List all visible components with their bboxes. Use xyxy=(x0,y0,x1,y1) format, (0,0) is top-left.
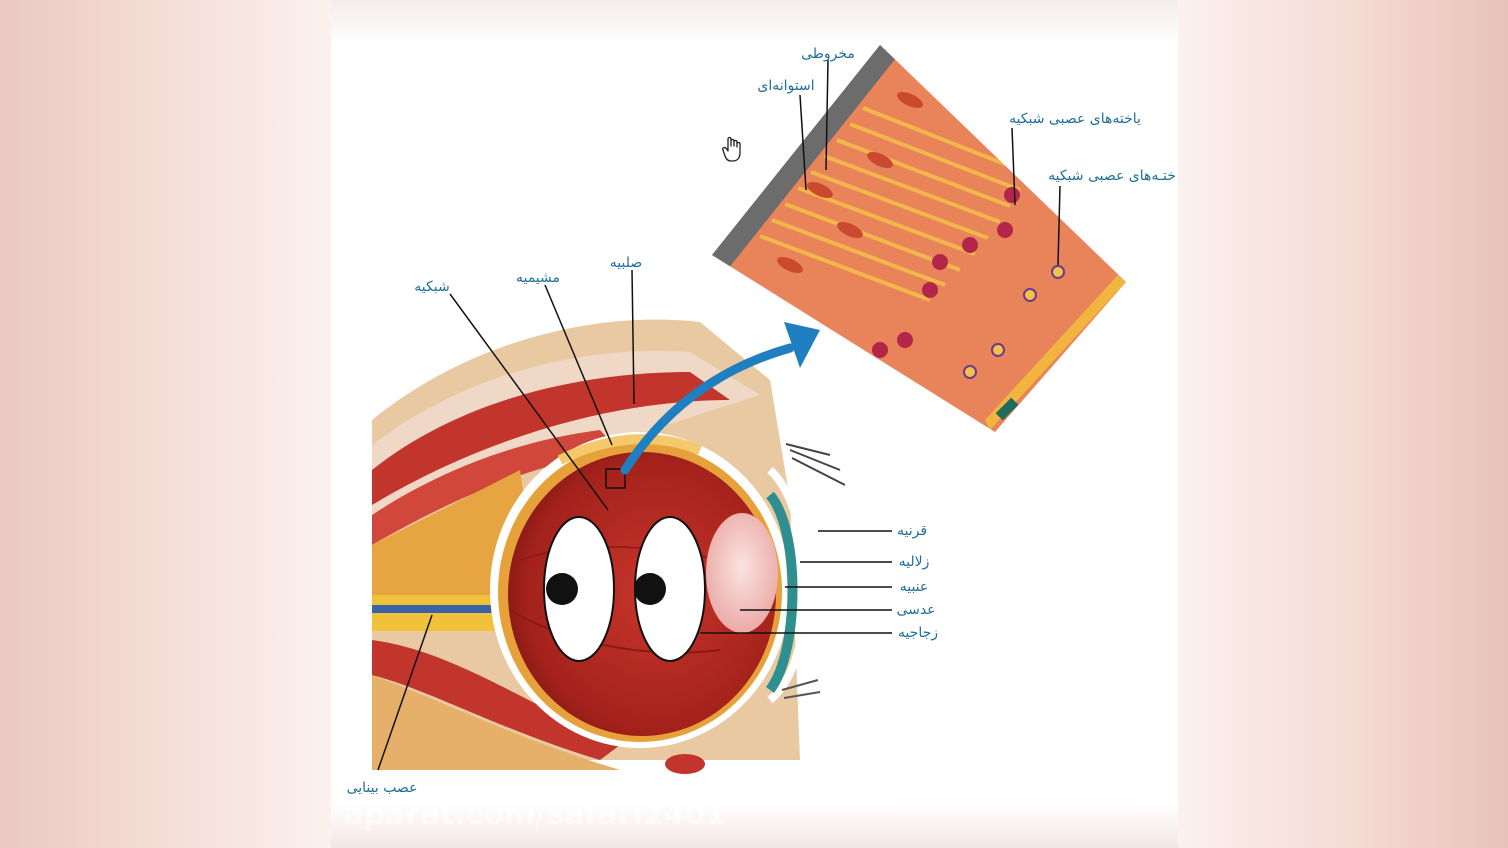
hand-pointer-icon xyxy=(722,136,741,162)
muscle-lower xyxy=(372,640,620,760)
iris-shape xyxy=(765,491,798,693)
label-choroid: مشیمیه xyxy=(516,270,560,286)
cornea-shape xyxy=(767,467,810,704)
label-vitreous: زجاجیه xyxy=(898,625,938,641)
vitreous-vessel xyxy=(509,609,721,654)
bottom-fade xyxy=(331,803,1178,848)
label-nerve-cells-1: یاخته‌های عصبی شبکیه xyxy=(1009,111,1141,127)
magnify-box xyxy=(605,468,626,489)
watermark: aparat.com/safari2401 xyxy=(343,797,726,832)
label-lens: عدسی xyxy=(896,602,935,618)
lower-fat xyxy=(372,675,620,770)
retina-tissue-block xyxy=(712,45,1126,432)
label-sclera: صلبیه xyxy=(610,255,642,271)
retina-detail xyxy=(557,434,702,465)
muscle-upper xyxy=(372,372,730,505)
cartoon-pupil-right xyxy=(634,573,666,605)
eyelash-upper xyxy=(785,443,846,486)
label-optic-nerve: عصب بینایی xyxy=(347,780,418,796)
label-cornea: قرنیه xyxy=(897,523,927,539)
leader-lines xyxy=(377,59,1061,771)
label-iris: عنبیه xyxy=(900,579,929,595)
cartoon-eye-left xyxy=(543,516,615,662)
label-aqueous-humor: زلالیه xyxy=(899,554,930,570)
optic-nerve xyxy=(372,595,502,631)
label-retina: شبکیه xyxy=(414,279,449,295)
top-fade xyxy=(331,0,1178,45)
lower-muscle-blob xyxy=(665,754,705,774)
cartoon-pupil-left xyxy=(546,573,578,605)
eyelash-lower xyxy=(781,679,821,699)
label-rod: استوانه‌ای xyxy=(757,78,814,94)
lens-shape xyxy=(706,513,778,633)
label-cone: مخروطی xyxy=(801,46,855,62)
label-nerve-cells-2: ختـه‌های عصبی شبکیه xyxy=(1048,168,1176,184)
eyeball xyxy=(490,432,846,748)
zoom-arrow xyxy=(620,322,820,475)
labels: مخروطی استوانه‌ای یاخته‌های عصبی شبکیه خ… xyxy=(347,46,1176,796)
